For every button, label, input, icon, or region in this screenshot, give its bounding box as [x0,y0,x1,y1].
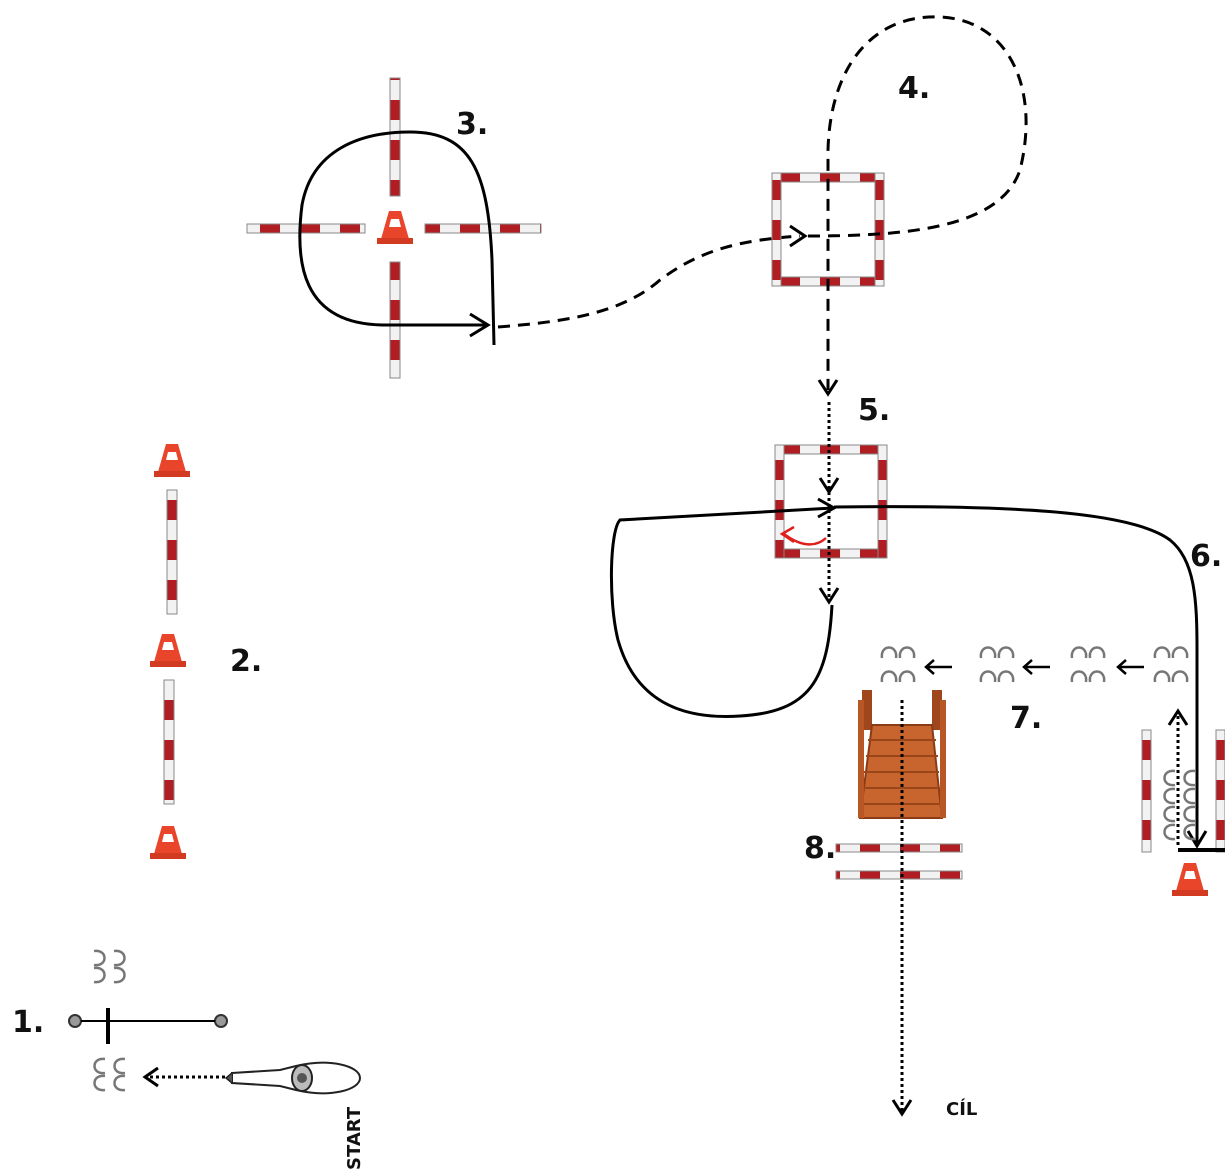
pole-icon [835,843,963,853]
pole-icon [163,679,175,805]
horseshoe-icon [880,646,916,684]
path-3-to-4 [497,234,801,329]
pole-icon [246,223,366,234]
horseshoe-icon [1163,769,1197,841]
arrow-head [1167,708,1189,726]
pole-icon [774,444,785,559]
pole-icon [775,548,887,559]
station-label-1: 1. [12,1005,44,1040]
arrow-head [1186,830,1208,849]
station-7: 7. [880,646,1189,736]
pole-icon [389,77,401,197]
station-label-4: 4. [898,71,930,106]
path-5-to-6 [833,505,1199,845]
pole-icon [1215,729,1225,853]
horseshoe-icon [979,646,1015,684]
post-left [68,1014,82,1028]
pole-icon [877,444,888,559]
station-label-6: 6. [1190,539,1222,574]
cone-icon [154,444,190,477]
pole-icon [775,444,887,455]
station-5: 5. [609,393,890,718]
station-4: 4. [771,15,1028,397]
arrow-head [891,1099,913,1117]
horseshoe-icon [1070,646,1106,684]
cone-icon [1172,863,1208,896]
arrow-left-icon [1022,659,1050,675]
pole-icon [1141,729,1152,853]
arrow-head [779,525,795,544]
pole-icon [166,489,178,615]
rider-icon [224,1061,362,1095]
arrow-head [469,312,491,338]
cone-icon [377,211,413,244]
pole-icon [835,870,963,880]
station-8: 8. [804,690,963,1117]
finish-label: CÍL [946,1098,977,1120]
arrow-head [142,1066,159,1088]
station-2: 2. [150,444,262,859]
station-label-2: 2. [230,644,262,679]
pole-icon [424,223,542,234]
station-6: 6. [1141,539,1225,896]
horseshoe-icon [92,949,126,984]
start-label: START [344,1106,365,1170]
horseshoe-icon [93,1057,127,1092]
arrow-head [818,587,840,605]
cone-icon [150,634,186,667]
bridge-icon [858,690,946,819]
path-circle [298,130,496,346]
station-label-3: 3. [456,107,488,142]
pole-icon [771,172,782,287]
arrow-head [789,224,808,248]
path-loop-5 [609,506,834,718]
arrow-left-icon [924,659,952,675]
arrow-head [817,379,839,397]
station-3: 3. [246,77,542,379]
cone-icon [150,826,186,859]
pole-icon [389,261,401,379]
station-label-5: 5. [858,393,890,428]
arrow-head [818,477,840,495]
pole-icon [874,172,885,287]
arrow-head [817,497,838,519]
path-loop-4 [807,15,1028,390]
arrow-left-icon [1116,659,1144,675]
post-right [214,1014,228,1028]
horseshoe-icon [1153,646,1189,684]
station-label-8: 8. [804,831,836,866]
station-1: 1. [12,949,362,1095]
station-label-7: 7. [1010,701,1042,736]
